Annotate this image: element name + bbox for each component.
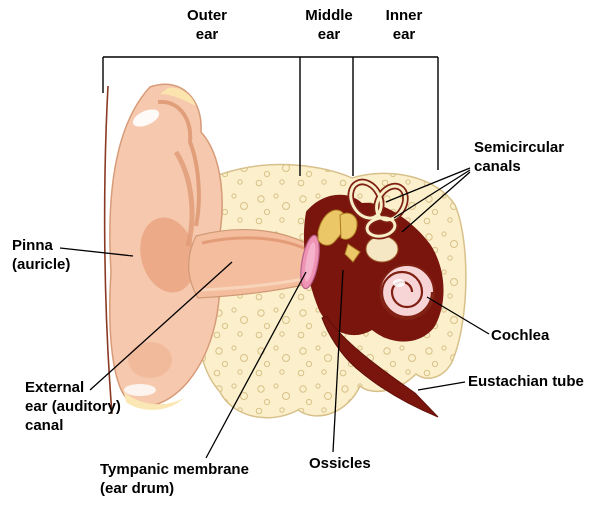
tympanic-membrane-shape: [300, 234, 320, 290]
external-canal-leader-line: [89, 261, 233, 391]
label-semicircular-canals: Semicircular canals: [474, 139, 565, 175]
semicircular-canals-shape: [347, 178, 409, 240]
section-label-outer-ear: Outer ear: [186, 7, 228, 43]
section-label-inner-ear: Inner ear: [385, 7, 423, 43]
head-edge-line: [103, 85, 113, 415]
label-external-canal: External ear (auditory) canal: [25, 379, 121, 434]
pinna-leader-line: [59, 247, 134, 257]
label-cochlea: Cochlea: [491, 327, 550, 344]
section-label-middle-ear: Middle ear: [305, 7, 353, 43]
leader-lines: [59, 167, 490, 459]
label-pinna: Pinna (auricle): [12, 237, 71, 273]
eustachian-leader-line: [417, 381, 466, 391]
tympanic-leader-line: [205, 271, 307, 459]
semicircular-leader-line-2: [393, 169, 471, 219]
label-eustachian-tube: Eustachian tube: [468, 373, 584, 390]
label-tympanic-membrane: Tympanic membrane (ear drum): [100, 461, 249, 497]
cochlea-shape: [379, 264, 435, 320]
semicircular-leader-line-3: [401, 171, 471, 233]
ossicles-leader-line: [332, 269, 344, 453]
ear-canal-shape: [188, 228, 309, 299]
eustachian-tube-shape: [321, 315, 439, 418]
section-bracket: [102, 56, 439, 176]
vestibule-shape: [365, 235, 399, 263]
semicircular-leader-line-1: [385, 167, 471, 203]
cochlea-leader-line: [426, 296, 490, 335]
ossicles-shape: [317, 209, 361, 263]
pinna-shape: [109, 83, 223, 410]
label-ossicles: Ossicles: [309, 455, 371, 472]
